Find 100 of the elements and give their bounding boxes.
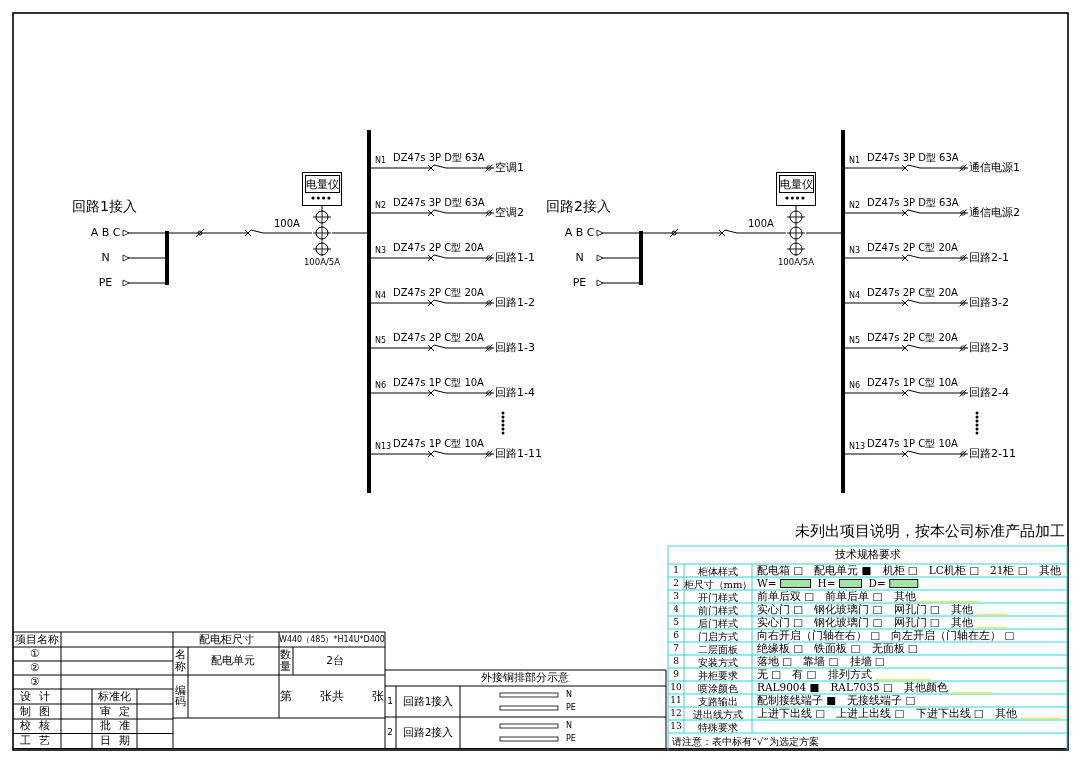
option-label: 其他 <box>950 616 973 629</box>
spec-name: 后门样式 <box>698 617 738 628</box>
option-label: 实心门 □ <box>757 616 804 629</box>
spec-name: 二层面板 <box>698 643 738 654</box>
load-label: 通信电源2 <box>969 206 1020 220</box>
row-number: 9 <box>673 669 679 680</box>
bar-label: N <box>566 721 572 731</box>
input-wire <box>596 254 640 262</box>
power-meter <box>302 172 342 206</box>
input-wire <box>596 279 640 287</box>
meter-display: 电量仪 <box>305 175 340 193</box>
load-label: 空调2 <box>495 206 524 220</box>
edge-label: DZ47s 1P C型 10A <box>393 376 484 388</box>
terminal-label: PE <box>562 276 597 290</box>
rating-label: 100A/5A <box>303 258 341 268</box>
busbar <box>367 130 371 493</box>
node-number: N1 <box>849 156 861 166</box>
spec-name: 柜体样式 <box>698 565 738 576</box>
node-number: N3 <box>375 246 387 256</box>
branch-breaker-line <box>844 299 969 307</box>
meter-wire <box>795 205 797 211</box>
option-label: 配电箱 □ <box>757 564 804 577</box>
row-number: 1 <box>673 565 679 576</box>
edge-label: DZ47s 2P C型 20A <box>867 286 958 298</box>
option-label: 向左开启（门轴在左） □ <box>891 629 1015 642</box>
load-label: 回路1-4 <box>495 386 535 400</box>
input-wire <box>122 229 166 237</box>
busbar <box>165 231 169 285</box>
option-label: 靠墙 □ <box>803 655 839 668</box>
load-label: 通信电源1 <box>969 161 1020 175</box>
title-block-text: ① <box>30 648 40 660</box>
title-block-text: 项目名称 <box>15 633 59 646</box>
load-label: 空调1 <box>495 161 524 175</box>
row-number: 11 <box>670 695 682 706</box>
row-number: 6 <box>673 630 679 641</box>
spec-name: 柜尺寸（mm） <box>683 578 753 589</box>
edge-label: DZ47s 1P C型 10A <box>393 437 484 449</box>
sheet-number-text: 第 张共 张 <box>280 689 384 704</box>
title-block-text: 配电单元 <box>211 655 255 667</box>
option-label: 机柜 □ <box>882 564 918 577</box>
load-label: 回路1-1 <box>495 251 535 265</box>
main-breaker-line <box>642 228 787 238</box>
title-block-text: 制图 <box>19 705 58 718</box>
terminal-label: A B C <box>88 226 123 240</box>
title-block-text: 设计 <box>19 690 58 703</box>
terminal-label: PE <box>88 276 123 290</box>
option-label: 落地 □ <box>757 655 793 668</box>
node-number: N2 <box>375 201 387 211</box>
title-block-text: 2台 <box>326 655 344 667</box>
branch-breaker-line <box>844 450 969 458</box>
branch-breaker-line <box>370 254 495 262</box>
option-label: 21柜 □ <box>990 564 1028 577</box>
row-number: 12 <box>670 708 682 719</box>
option-label: 下进下出线 □ <box>915 707 984 720</box>
row-number: 7 <box>673 643 679 654</box>
title-block-text: ③ <box>30 676 40 688</box>
current-transformer <box>312 210 332 256</box>
option-label: LC机柜 □ <box>928 564 980 577</box>
meter-display: 电量仪 <box>779 175 814 193</box>
row-number: 2 <box>673 578 679 589</box>
node-number: N4 <box>375 291 387 301</box>
edge-label: 100A <box>274 217 300 229</box>
option-label: 前单后双 □ <box>757 590 815 603</box>
bar-label: PE <box>566 734 576 744</box>
option-label: 配电单元 ■ <box>814 564 872 577</box>
row-number: 3 <box>673 591 679 602</box>
rating-label: 100A/5A <box>777 258 815 268</box>
edge-label: DZ47s 2P C型 20A <box>393 331 484 343</box>
option-label: 上进上出线 □ <box>836 707 905 720</box>
field-label: 数量 <box>280 649 292 673</box>
node-number: N6 <box>375 381 387 391</box>
edge-label: DZ47s 3P D型 63A <box>867 196 959 208</box>
title-block-text: 校核 <box>19 720 58 732</box>
option-label: 网孔门 □ <box>893 603 940 616</box>
edge-label: DZ47s 3P D型 63A <box>867 151 959 163</box>
branch-breaker-line <box>844 389 969 397</box>
option-label: 绝缘板 □ <box>757 642 804 655</box>
option-label: 铁面板 □ <box>814 642 861 655</box>
branch-breaker-line <box>844 209 969 217</box>
spec-name: 并柜要求 <box>698 669 738 680</box>
node-number: N4 <box>849 291 861 301</box>
branch-breaker-line <box>844 164 969 172</box>
node-number: N5 <box>849 336 861 346</box>
edge-label: DZ47s 1P C型 10A <box>867 376 958 388</box>
wire <box>805 232 842 234</box>
circuit-heading: 回路1接入 <box>72 199 137 215</box>
spec-name: 前门样式 <box>698 604 738 615</box>
row-text: 回路2接入 <box>402 726 454 739</box>
spec-name: 特殊要求 <box>698 721 738 732</box>
option-label: D= <box>868 577 886 590</box>
spec-name: 进出线方式 <box>693 708 743 719</box>
title-block-text: 标准化 <box>98 690 131 703</box>
power-meter <box>776 172 816 206</box>
load-label: 回路2-1 <box>969 251 1009 265</box>
edge-label: DZ47s 2P C型 20A <box>393 286 484 298</box>
title-block-text: 配电柜尺寸 <box>198 633 254 646</box>
circuit-heading: 回路2接入 <box>546 199 611 215</box>
branch-breaker-line <box>370 209 495 217</box>
branch-breaker-line <box>370 164 495 172</box>
field-label: 编码 <box>175 684 186 709</box>
